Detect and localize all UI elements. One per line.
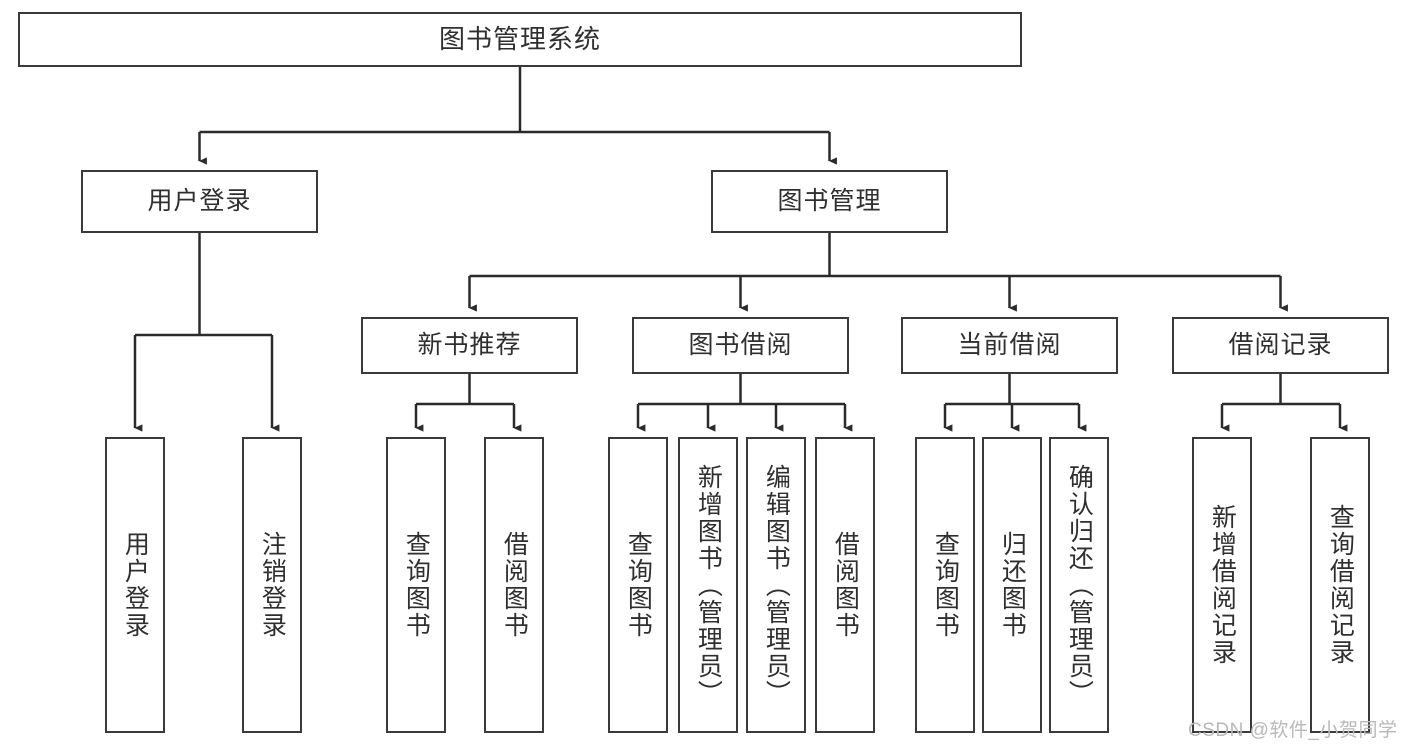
node-l3-returnbook[interactable]: 归还图书 <box>982 437 1042 733</box>
node-l3-logout[interactable]: 注销登录 <box>242 437 302 733</box>
node-l3-editbook[interactable]: 编辑图书（管理员） <box>746 437 806 733</box>
node-l3-borrowbook2[interactable]: 借阅图书 <box>815 437 875 733</box>
node-l3-confirm[interactable]: 确认归还（管理员） <box>1049 437 1109 733</box>
node-l2-record[interactable]: 借阅记录 <box>1172 317 1389 374</box>
node-l3-addrecord[interactable]: 新增借阅记录 <box>1192 437 1252 733</box>
node-l3-queryrecord[interactable]: 查询借阅记录 <box>1310 437 1370 733</box>
node-l2-borrow[interactable]: 图书借阅 <box>632 317 849 374</box>
node-l3-borrowbook1[interactable]: 借阅图书 <box>484 437 544 733</box>
watermark-label: CSDN @软件_小贺同学 <box>1188 720 1398 741</box>
node-l3-userlogin[interactable]: 用户登录 <box>105 437 165 733</box>
node-root[interactable]: 图书管理系统 <box>18 12 1022 67</box>
node-l2-newbook[interactable]: 新书推荐 <box>361 317 578 374</box>
node-l3-addbook[interactable]: 新增图书（管理员） <box>678 437 738 733</box>
node-l1-bookmgr[interactable]: 图书管理 <box>711 170 948 233</box>
node-l3-querybook3[interactable]: 查询图书 <box>915 437 975 733</box>
node-l2-current[interactable]: 当前借阅 <box>901 317 1118 374</box>
node-l1-login[interactable]: 用户登录 <box>81 170 318 233</box>
node-l3-querybook2[interactable]: 查询图书 <box>608 437 668 733</box>
node-l3-querybook1[interactable]: 查询图书 <box>386 437 446 733</box>
